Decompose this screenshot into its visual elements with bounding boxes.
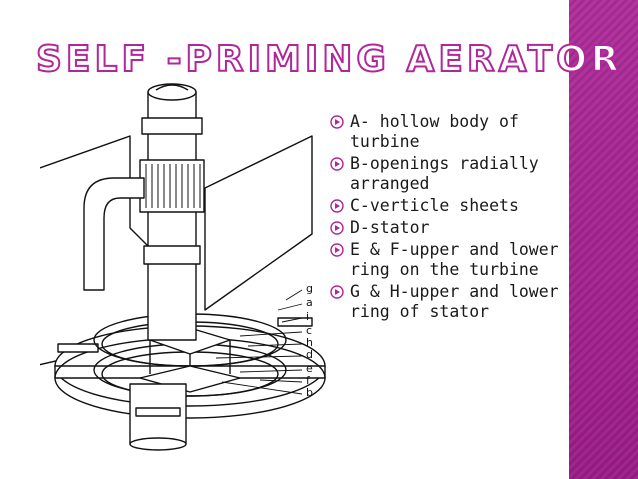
bullet-item: G & H-upper and lower ring of stator xyxy=(330,282,566,322)
right-vertical-sheet xyxy=(204,135,313,311)
diagram-label-d: d xyxy=(306,348,313,361)
circle-arrow-bullet-icon xyxy=(330,285,344,299)
bullet-item: D-stator xyxy=(330,218,566,238)
bullet-list: A- hollow body of turbine B-openings rad… xyxy=(330,112,566,324)
diagram-label-h: h xyxy=(306,336,313,349)
bullet-item: C-verticle sheets xyxy=(330,196,566,216)
circle-arrow-bullet-icon xyxy=(330,221,344,235)
diagram-label-e: e xyxy=(306,362,313,375)
circle-arrow-bullet-icon xyxy=(330,115,344,129)
bullet-text: C-verticle sheets xyxy=(350,196,519,215)
side-decorative-band xyxy=(569,0,638,479)
slide-title: SELF -PRIMING AERATOR xyxy=(35,39,623,80)
bullet-item: A- hollow body of turbine xyxy=(330,112,566,152)
bullet-text: G & H-upper and lower ring of stator xyxy=(350,282,559,321)
bullet-text: B-openings radially arranged xyxy=(350,154,539,193)
diagram-label-c: c xyxy=(306,324,312,337)
side-band-shading xyxy=(569,0,638,479)
diagram-label-f: f xyxy=(306,374,311,387)
diagram-label-a: a xyxy=(306,296,313,309)
bullet-text: D-stator xyxy=(350,218,430,237)
bullet-item: E & F-upper and lower ring on the turbin… xyxy=(330,240,566,280)
bullet-text: A- hollow body of turbine xyxy=(350,112,519,151)
air-pipe xyxy=(83,177,145,291)
circle-arrow-bullet-icon xyxy=(330,243,344,257)
circle-arrow-bullet-icon xyxy=(330,157,344,171)
bullet-text: E & F-upper and lower ring on the turbin… xyxy=(350,240,559,279)
circle-arrow-bullet-icon xyxy=(330,199,344,213)
bullet-item: B-openings radially arranged xyxy=(330,154,566,194)
diagram-label-i: i xyxy=(306,310,309,323)
diagram-label-g: g xyxy=(306,282,313,295)
diagram-label-b: b xyxy=(306,386,313,399)
